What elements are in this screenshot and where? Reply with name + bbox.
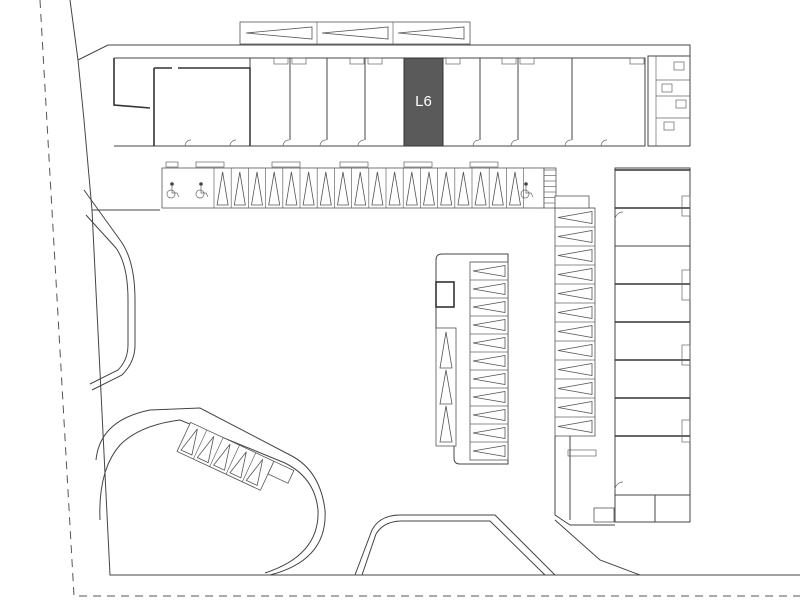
west-driveway (83, 189, 136, 391)
parking-stall (472, 355, 506, 367)
parking-stall (423, 171, 435, 206)
unit-l6-label: L6 (415, 93, 432, 110)
parking-stall (557, 287, 593, 300)
main-building (113, 57, 646, 147)
parking-stall (509, 171, 521, 206)
parking-stall (472, 391, 506, 403)
parking-island-central (435, 253, 509, 465)
parking-stall (233, 171, 246, 206)
service-block (647, 55, 691, 147)
parking-stall (472, 301, 506, 313)
parking-stall (557, 230, 593, 243)
parking-stall (472, 337, 506, 349)
parking-stall (285, 171, 298, 206)
parking-stall (371, 171, 384, 206)
east-building (567, 167, 691, 523)
parking-stall (472, 319, 506, 331)
parking-stall (557, 268, 593, 281)
parking-stall (472, 409, 506, 421)
parking-stall (472, 373, 506, 385)
accessible-parking-icon (520, 182, 534, 199)
parking-stall (557, 382, 593, 395)
top-stall-strip (239, 21, 471, 45)
parking-stall (472, 445, 506, 457)
parking-stall (474, 171, 487, 206)
parking-stall (557, 420, 593, 433)
parking-stall (557, 211, 593, 224)
parking-stall (337, 171, 349, 206)
parking-stall (491, 171, 504, 206)
parking-stall (472, 283, 506, 295)
road-outline (69, 0, 800, 576)
parking-column-east (554, 195, 615, 526)
south-entrance (354, 514, 641, 576)
parking-stall (557, 325, 593, 338)
parking-stall (216, 171, 229, 206)
accessible-parking-icon (195, 182, 209, 199)
south-west-parking-oval (95, 407, 326, 576)
parking-stall (251, 171, 263, 206)
parking-stall (440, 171, 453, 206)
parking-stall (405, 171, 418, 206)
parking-stall (557, 363, 593, 376)
property-boundary (39, 0, 800, 597)
parking-stall (268, 171, 281, 206)
parking-stall (388, 171, 401, 206)
parking-stall (557, 344, 593, 357)
parking-row-north (161, 161, 557, 209)
parking-stall (557, 306, 593, 319)
parking-stall (472, 265, 506, 277)
parking-stall (457, 171, 470, 206)
unit-l6[interactable]: L6 (403, 57, 444, 147)
parking-stall (557, 401, 593, 414)
accessible-parking-icon (166, 182, 180, 199)
parking-stall (354, 171, 367, 206)
parking-stall (557, 249, 593, 262)
parking-stall (472, 427, 506, 439)
parking-stall (302, 171, 315, 206)
parking-stall (319, 171, 332, 206)
